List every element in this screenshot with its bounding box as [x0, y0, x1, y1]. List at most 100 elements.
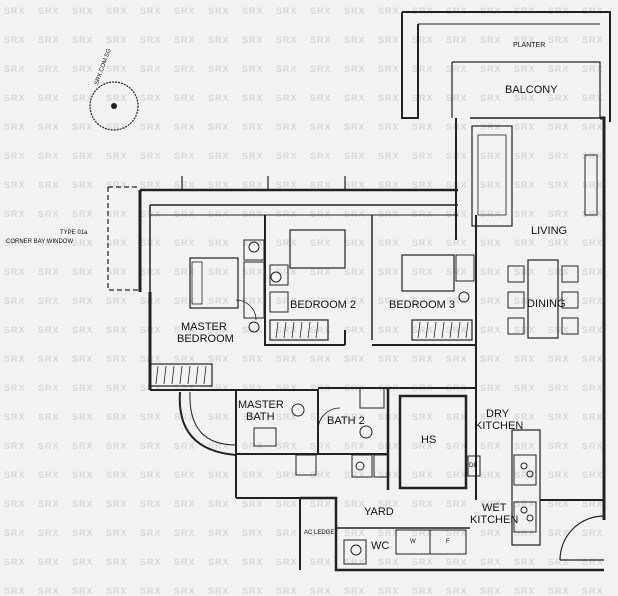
watermark-mark: SRX	[174, 180, 196, 190]
watermark-mark: SRX	[174, 267, 196, 277]
household-shelter	[398, 394, 468, 490]
watermark-mark: SRX	[446, 238, 468, 248]
watermark-mark: SRX	[38, 180, 60, 190]
watermark-mark: SRX	[276, 122, 298, 132]
watermark-mark: SRX	[548, 151, 570, 161]
watermark-mark: SRX	[4, 325, 26, 335]
watermark-mark: SRX	[378, 64, 400, 74]
watermark-mark: SRX	[4, 209, 26, 219]
watermark-mark: SRX	[310, 586, 332, 596]
watermark-mark: SRX	[208, 209, 230, 219]
watermark-mark: SRX	[242, 6, 264, 16]
watermark-mark: SRX	[38, 64, 60, 74]
fridge-label: F	[446, 539, 450, 545]
watermark-mark: SRX	[412, 35, 434, 45]
watermark-mark: SRX	[72, 499, 94, 509]
watermark-mark: SRX	[514, 470, 536, 480]
watermark-mark: SRX	[582, 267, 604, 277]
watermark-mark: SRX	[514, 528, 536, 538]
watermark-mark: SRX	[140, 6, 162, 16]
watermark-mark: SRX	[174, 35, 196, 45]
watermark-mark: SRX	[174, 209, 196, 219]
watermark-mark: SRX	[72, 93, 94, 103]
watermark-mark: SRX	[4, 528, 26, 538]
watermark-mark: SRX	[480, 238, 502, 248]
watermark-mark: SRX	[38, 296, 60, 306]
watermark-mark: SRX	[140, 122, 162, 132]
watermark-mark: SRX	[344, 296, 366, 306]
watermark-mark: SRX	[344, 209, 366, 219]
watermark-mark: SRX	[106, 354, 128, 364]
watermark-mark: SRX	[582, 93, 604, 103]
watermark-mark: SRX	[412, 93, 434, 103]
watermark-mark: SRX	[480, 528, 502, 538]
watermark-mark: SRX	[174, 557, 196, 567]
watermark-mark: SRX	[208, 383, 230, 393]
watermark-mark: SRX	[548, 499, 570, 509]
watermark-mark: SRX	[446, 412, 468, 422]
watermark-mark: SRX	[378, 296, 400, 306]
watermark-mark: SRX	[412, 151, 434, 161]
watermark-mark: SRX	[276, 325, 298, 335]
watermark-mark: SRX	[106, 238, 128, 248]
watermark-mark: SRX	[480, 64, 502, 74]
watermark-mark: SRX	[344, 499, 366, 509]
watermark-mark: SRX	[106, 296, 128, 306]
watermark-mark: SRX	[514, 557, 536, 567]
watermark-mark: SRX	[480, 441, 502, 451]
watermark-mark: SRX	[514, 586, 536, 596]
watermark-mark: SRX	[38, 528, 60, 538]
watermark-mark: SRX	[174, 441, 196, 451]
watermark-mark: SRX	[4, 586, 26, 596]
watermark-mark: SRX	[412, 528, 434, 538]
watermark-mark: SRX	[38, 238, 60, 248]
watermark-mark: SRX	[514, 209, 536, 219]
watermark-mark: SRX	[446, 557, 468, 567]
watermark-mark: SRX	[582, 325, 604, 335]
tv-console	[584, 154, 598, 216]
watermark-mark: SRX	[310, 441, 332, 451]
watermark-mark: SRX	[276, 354, 298, 364]
watermark-mark: SRX	[276, 441, 298, 451]
watermark-mark: SRX	[446, 470, 468, 480]
watermark-mark: SRX	[4, 383, 26, 393]
watermark-mark: SRX	[344, 354, 366, 364]
watermark-mark: SRX	[480, 586, 502, 596]
watermark-mark: SRX	[582, 238, 604, 248]
watermark-mark: SRX	[514, 383, 536, 393]
watermark-mark: SRX	[310, 35, 332, 45]
watermark-mark: SRX	[378, 325, 400, 335]
watermark-mark: SRX	[378, 209, 400, 219]
watermark-mark: SRX	[582, 528, 604, 538]
watermark-mark: SRX	[208, 6, 230, 16]
watermark-mark: SRX	[4, 122, 26, 132]
watermark-mark: SRX	[344, 441, 366, 451]
watermark-mark: SRX	[72, 180, 94, 190]
watermark-mark: SRX	[310, 151, 332, 161]
watermark-mark: SRX	[106, 586, 128, 596]
watermark-mark: SRX	[480, 180, 502, 190]
watermark-mark: SRX	[174, 93, 196, 103]
watermark-mark: SRX	[276, 412, 298, 422]
watermark-mark: SRX	[208, 412, 230, 422]
watermark-mark: SRX	[208, 122, 230, 132]
watermark-mark: SRX	[548, 122, 570, 132]
watermark-mark: SRX	[582, 180, 604, 190]
watermark-mark: SRX	[208, 528, 230, 538]
planter-outline	[402, 11, 611, 122]
watermark-mark: SRX	[38, 499, 60, 509]
watermark-mark: SRX	[446, 93, 468, 103]
watermark-mark: SRX	[72, 6, 94, 16]
watermark-mark: SRX	[106, 528, 128, 538]
watermark-mark: SRX	[310, 209, 332, 219]
watermark-mark: SRX	[276, 296, 298, 306]
watermark-mark: SRX	[548, 35, 570, 45]
yard-label: YARD	[364, 506, 394, 518]
watermark-mark: SRX	[514, 151, 536, 161]
watermark-mark: SRX	[310, 470, 332, 480]
watermark-mark: SRX	[446, 296, 468, 306]
watermark-mark: SRX	[378, 557, 400, 567]
watermark-mark: SRX	[480, 296, 502, 306]
watermark-mark: SRX	[582, 35, 604, 45]
watermark-mark: SRX	[548, 64, 570, 74]
